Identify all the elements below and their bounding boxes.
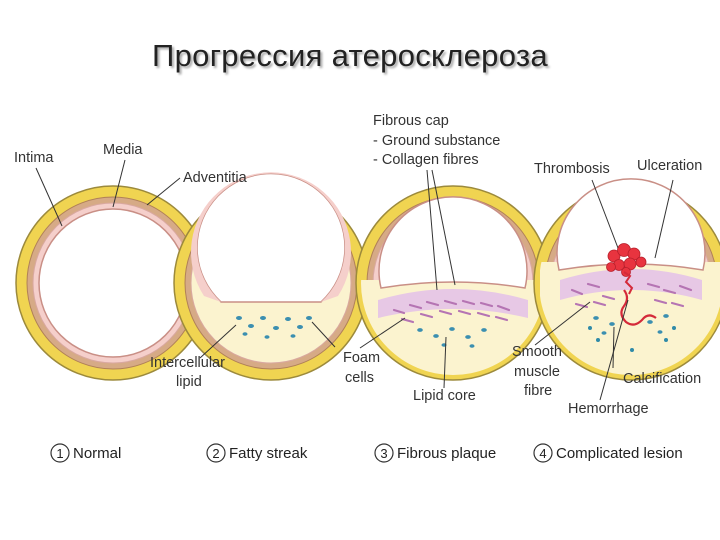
anatomy-labels: Intima Media Adventitia Fibrous cap - Gr… [14, 113, 702, 417]
thrombus [606, 243, 647, 295]
lumen [196, 172, 346, 303]
stage-number: 2 [212, 446, 219, 461]
stage-number-badge [206, 443, 226, 463]
stage-number-badge [533, 443, 553, 463]
foam-cells [236, 316, 312, 339]
stage-label: Complicated lesion [556, 445, 683, 462]
calcification [588, 326, 676, 352]
leader-lines [35, 159, 674, 401]
label-fibrous-cap: Fibrous cap [373, 113, 449, 129]
label-foam-cells-1: Foam [343, 350, 380, 366]
smooth-muscle-fibres [392, 299, 511, 324]
page-title: Прогрессия атеросклероза [152, 38, 548, 73]
label-intercellular-lipid-1: Intercellular [150, 355, 225, 371]
label-lipid-core: Lipid core [413, 388, 476, 404]
label-collagen-fibres: - Collagen fibres [373, 152, 479, 168]
label-hemorrhage: Hemorrhage [568, 401, 649, 417]
stage-3: 3 Fibrous plaque [374, 443, 496, 463]
fibrous-cap [560, 269, 702, 300]
vessel-complicated-lesion [533, 178, 720, 381]
smooth-muscle-fibres [570, 282, 693, 309]
hemorrhage [620, 289, 657, 326]
vessel-normal [15, 185, 211, 381]
label-adventitia: Adventitia [183, 170, 248, 186]
vessel-fatty-streak [173, 172, 369, 381]
label-intercellular-lipid-2: lipid [176, 374, 202, 390]
stage-number-badge [50, 443, 70, 463]
stage-number: 3 [380, 446, 387, 461]
stage-label: Fibrous plaque [397, 445, 496, 462]
label-media: Media [103, 142, 143, 158]
stage-2: 2 Fatty streak [206, 443, 308, 463]
label-smooth-muscle-2: muscle [514, 364, 560, 380]
label-smooth-muscle-1: Smooth [512, 344, 562, 360]
intima-layer [190, 172, 351, 302]
lumen [38, 208, 188, 358]
label-ulceration: Ulceration [637, 158, 702, 174]
label-thrombosis: Thrombosis [534, 161, 610, 177]
stage-label: Normal [73, 445, 121, 462]
label-foam-cells-2: cells [345, 370, 374, 386]
foam-cells [593, 314, 669, 335]
stage-number: 4 [539, 446, 546, 461]
vessel-fibrous-plaque [355, 185, 551, 381]
stage-number-badge [374, 443, 394, 463]
label-ground-substance: - Ground substance [373, 133, 500, 149]
stage-label: Fatty streak [229, 445, 308, 462]
stage-4: 4 Complicated lesion [533, 443, 683, 463]
lumen [378, 196, 528, 289]
foam-cells [417, 327, 487, 348]
stage-number: 1 [56, 446, 63, 461]
stage-captions: 1 Normal 2 Fatty streak 3 Fibrous plaque… [50, 443, 683, 463]
label-smooth-muscle-3: fibre [524, 383, 552, 399]
label-intima: Intima [14, 150, 54, 166]
label-calcification: Calcification [623, 371, 701, 387]
stage-1: 1 Normal [50, 443, 121, 463]
